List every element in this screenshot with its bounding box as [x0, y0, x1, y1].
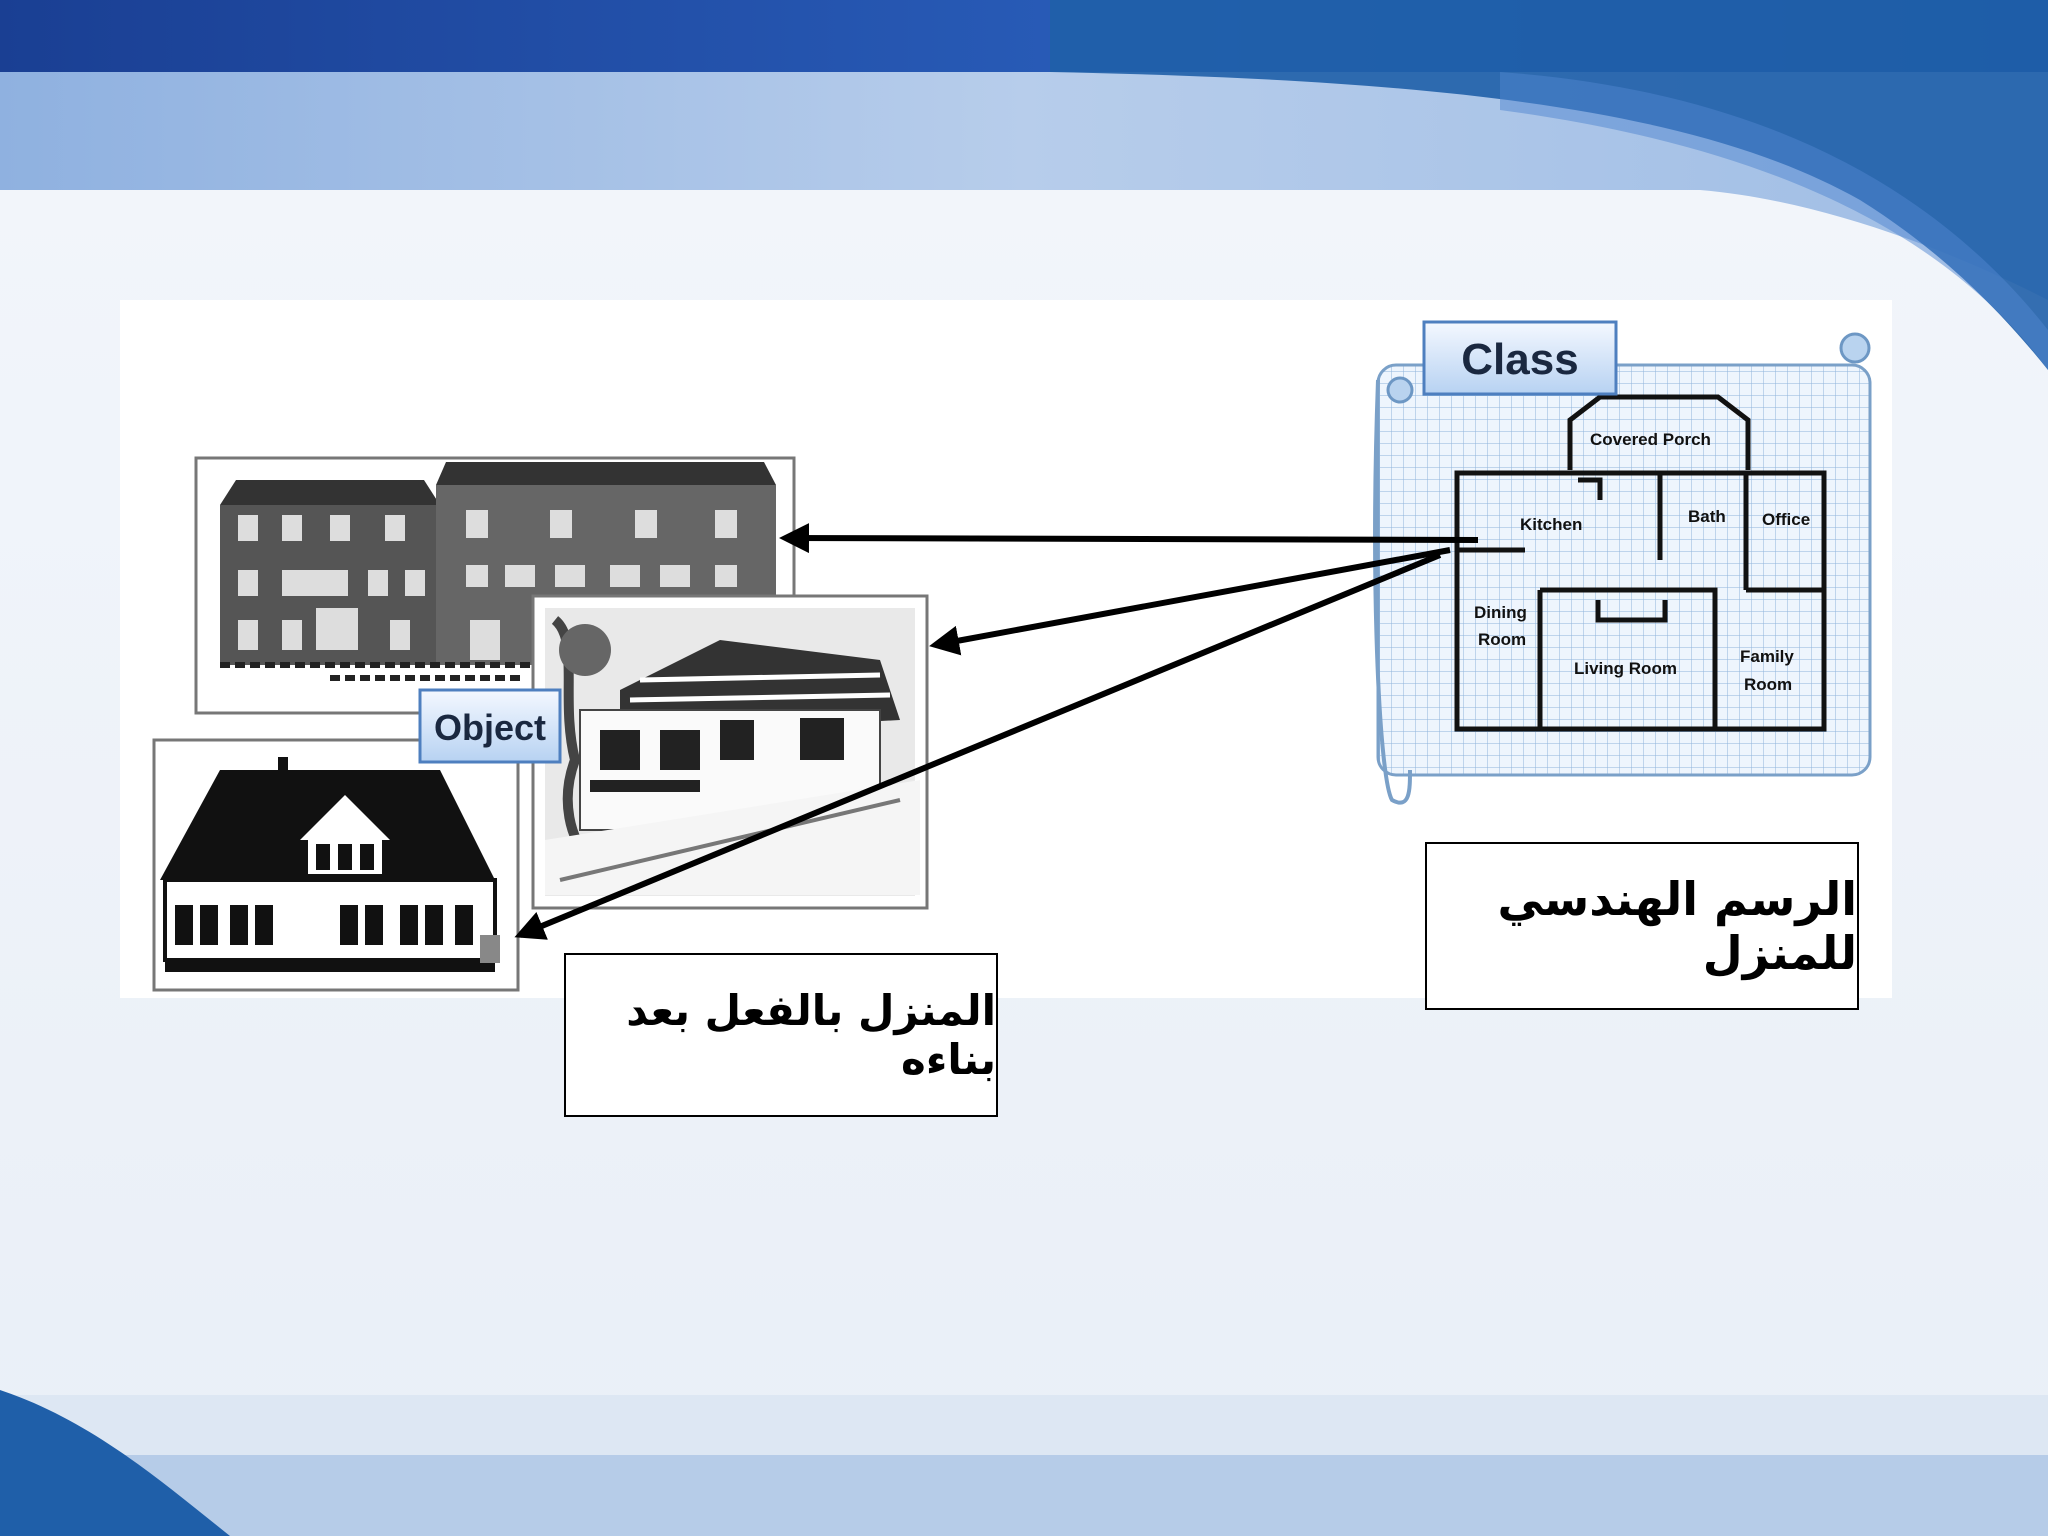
house-icon — [152, 738, 520, 992]
room-family-2: Room — [1744, 675, 1792, 694]
arrow-to-mansion — [779, 523, 1479, 554]
built-house-caption-box: المنزل بالفعل بعد بناءه — [564, 953, 998, 1117]
object-tab: Object — [418, 688, 562, 764]
object-tab-label: Object — [434, 707, 546, 748]
room-dining: Dining — [1474, 603, 1527, 622]
built-house-caption: المنزل بالفعل بعد بناءه — [626, 986, 996, 1084]
bottom-band — [0, 1455, 2048, 1536]
class-tab-label: Class — [1461, 335, 1578, 384]
top-right-swoosh — [1050, 0, 2048, 370]
arrow-icon — [514, 523, 1479, 940]
room-bath: Bath — [1688, 507, 1726, 526]
room-office: Office — [1762, 510, 1810, 529]
room-covered-porch: Covered Porch — [1590, 430, 1711, 449]
room-kitchen: Kitchen — [1520, 515, 1582, 534]
room-living: Living Room — [1574, 659, 1677, 678]
bottom-light-band — [0, 1395, 2048, 1465]
room-family: Family — [1740, 647, 1794, 666]
arrow-to-villa — [929, 547, 1451, 656]
blueprint-caption: الرسم الهندسي للمنزل — [1497, 872, 1857, 980]
top-right-swoosh-highlight — [1500, 72, 2048, 370]
room-dining-2: Room — [1478, 630, 1526, 649]
bottom-left-swoosh — [0, 1390, 230, 1536]
class-tab: Class — [1422, 320, 1618, 396]
arrow-to-cottage — [514, 552, 1442, 940]
floorplan-icon: Covered Porch Kitchen Bath Office Dining… — [1373, 332, 1872, 805]
blueprint-caption-box: الرسم الهندسي للمنزل — [1425, 842, 1859, 1010]
house-icon — [531, 594, 929, 910]
top-light-band — [0, 70, 2048, 300]
